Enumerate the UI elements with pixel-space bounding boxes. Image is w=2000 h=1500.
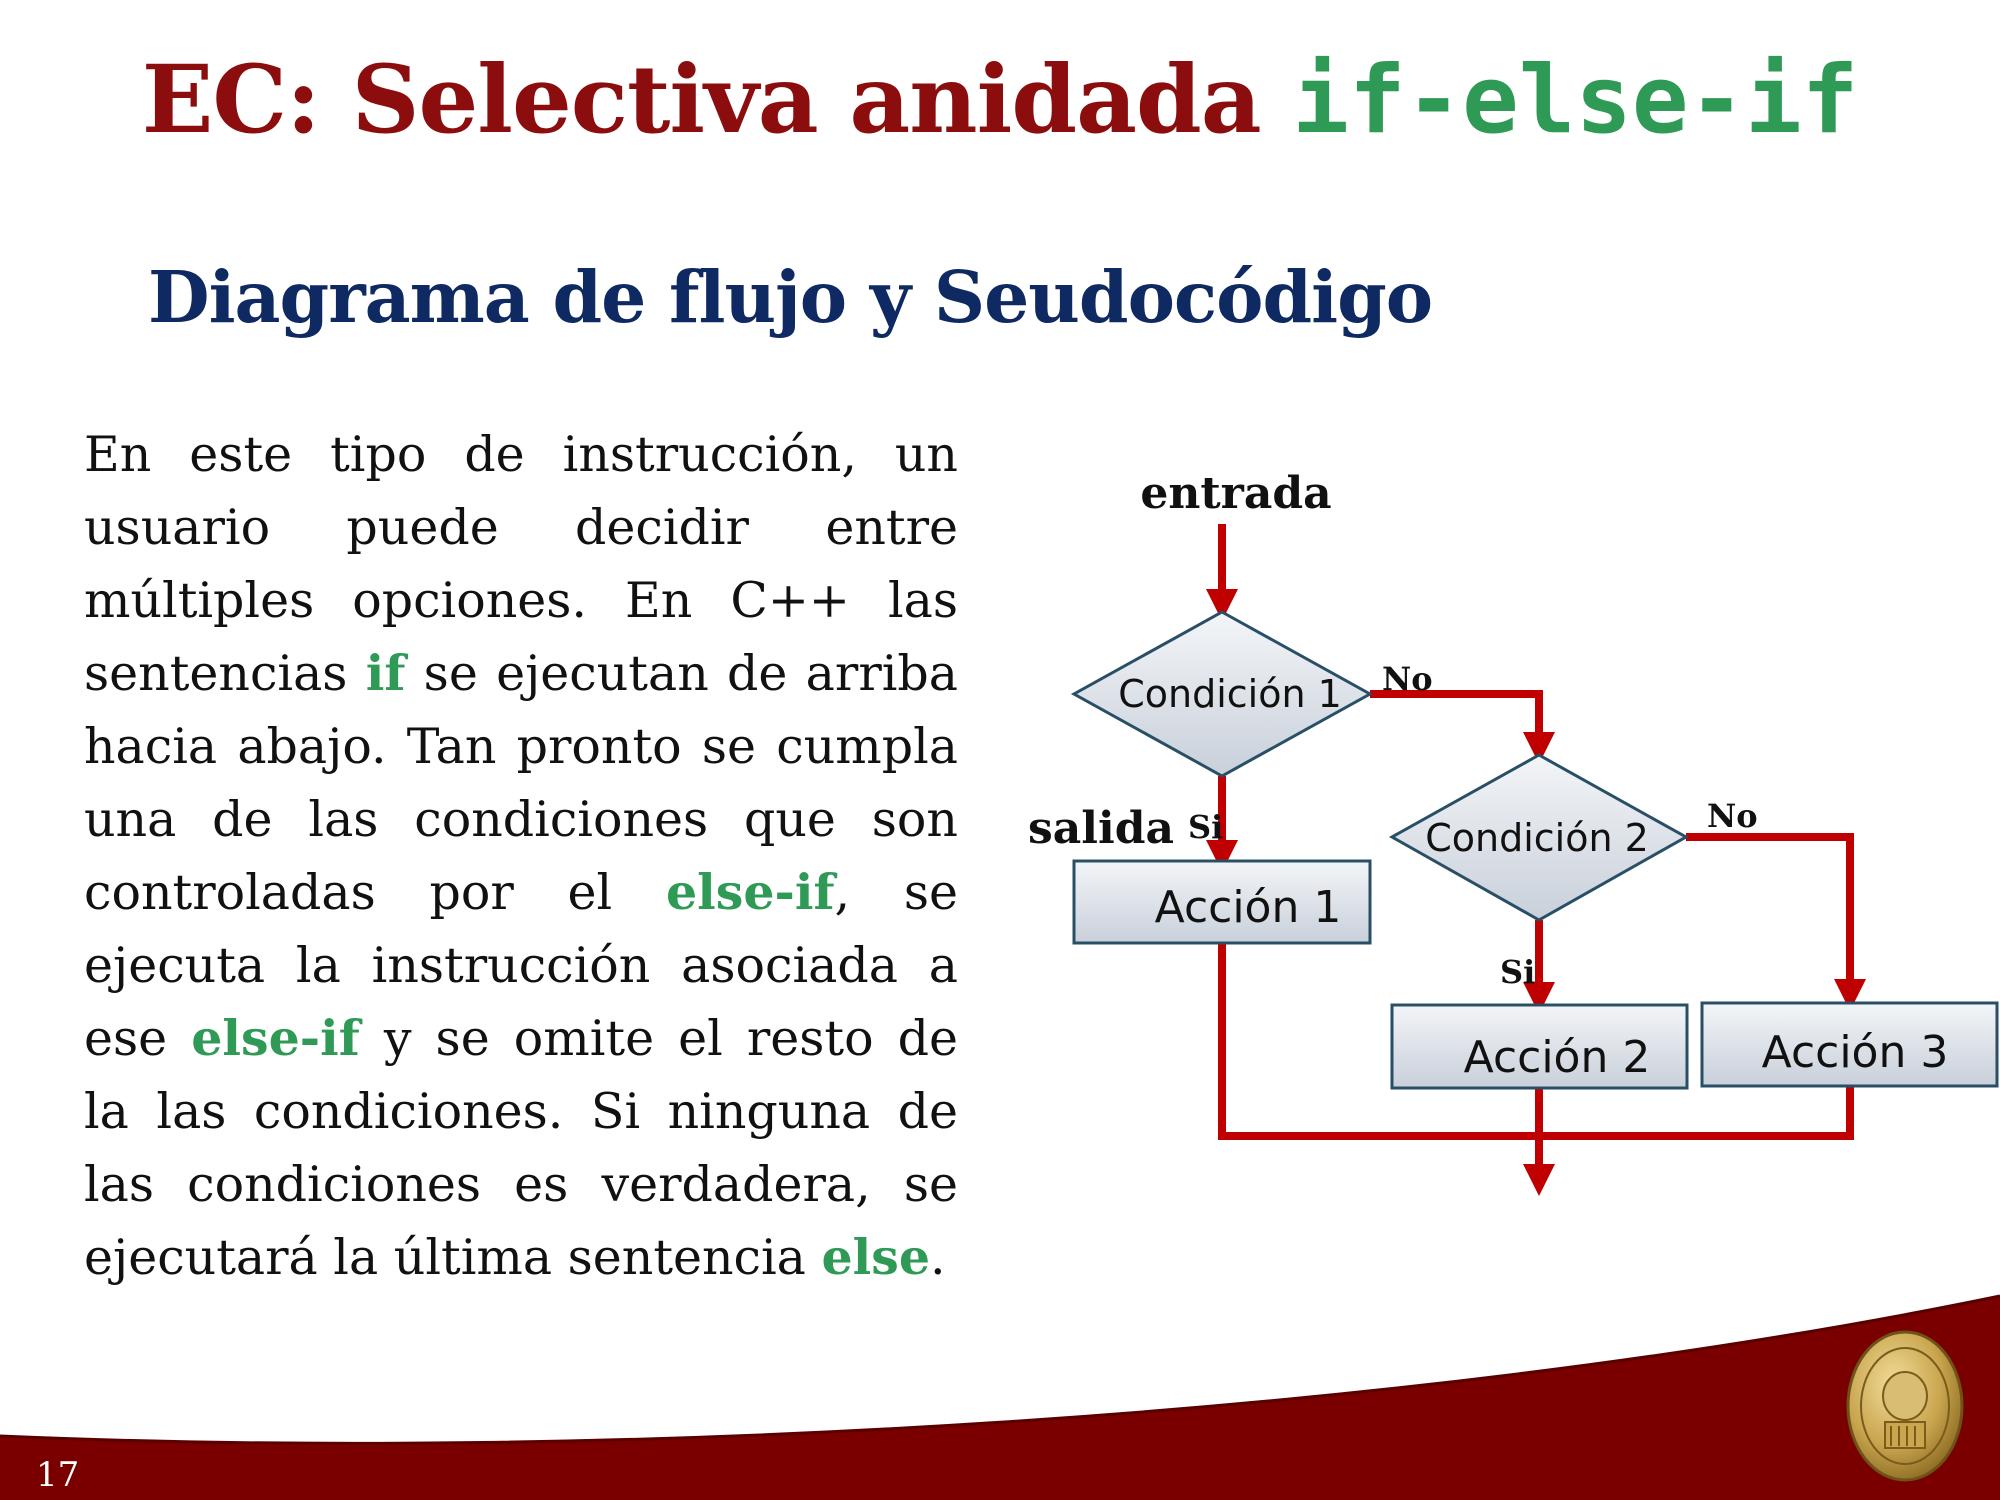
condition-1-diamond bbox=[1070, 610, 1374, 778]
slide-subtitle: Diagrama de flujo y Seudocódigo bbox=[148, 255, 1433, 339]
action-2-box bbox=[1390, 1003, 1689, 1090]
no-label-1: No bbox=[1382, 660, 1433, 698]
keyword-else-if: else-if bbox=[191, 1009, 360, 1067]
title-text: EC: Selectiva anidada bbox=[141, 45, 1293, 155]
text-part: se ejecutan de arriba hacia abajo. Tan p… bbox=[84, 645, 958, 921]
keyword-else-if: else-if bbox=[665, 863, 835, 921]
exit-label: salida bbox=[1028, 803, 1174, 854]
keyword-if: if bbox=[365, 644, 406, 702]
keyword-else: else bbox=[821, 1228, 931, 1286]
action-1-label: Acción 1 bbox=[1155, 882, 1342, 933]
no-label-2: No bbox=[1707, 797, 1758, 835]
no-arrow-2 bbox=[1686, 833, 1866, 1011]
university-seal-icon bbox=[1846, 1330, 1964, 1482]
entry-label: entrada bbox=[1140, 468, 1331, 519]
footer-band bbox=[0, 1294, 2000, 1500]
condition-2-label: Condición 2 bbox=[1425, 816, 1649, 860]
no-arrow-1 bbox=[1370, 690, 1555, 764]
text-part: , se ejecuta la instrucción asociada a e… bbox=[84, 864, 958, 1067]
connectors bbox=[1206, 524, 1866, 1196]
action-3-label: Acción 3 bbox=[1762, 1027, 1949, 1078]
action-1-box bbox=[1072, 859, 1372, 945]
page-number: 17 bbox=[36, 1455, 80, 1495]
condition-1-label: Condición 1 bbox=[1118, 672, 1342, 716]
slide-title: EC: Selectiva anidada if-else-if bbox=[0, 45, 2000, 155]
action-2-label: Acción 2 bbox=[1464, 1032, 1651, 1083]
description-paragraph: En este tipo de instrucción, un usuario … bbox=[84, 418, 958, 1294]
text-part: . bbox=[930, 1229, 946, 1286]
condition-2-diamond bbox=[1388, 753, 1690, 922]
text-part: En este tipo de instrucción, un usuario … bbox=[84, 426, 958, 702]
title-code: if-else-if bbox=[1292, 46, 1859, 155]
action-3-box bbox=[1700, 1001, 1999, 1088]
text-part: y se omite el resto de la las condicione… bbox=[84, 1010, 958, 1286]
si-label-1: Si bbox=[1188, 808, 1223, 846]
si-label-2: Si bbox=[1500, 953, 1535, 991]
